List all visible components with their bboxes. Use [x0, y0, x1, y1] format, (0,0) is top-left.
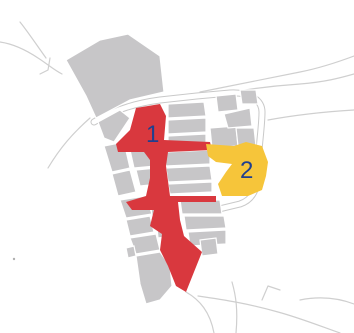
road-northeast — [199, 55, 354, 93]
road-south-2 — [231, 281, 238, 333]
building-row-7 — [179, 199, 223, 215]
building-row-8 — [183, 215, 227, 231]
zone-1-area[interactable] — [116, 104, 216, 292]
building-west-2 — [111, 169, 137, 197]
building-row-2 — [167, 117, 207, 135]
building-small — [125, 245, 137, 259]
map-dot — [12, 257, 16, 261]
road-northwest — [0, 41, 63, 75]
zone-1-label: 1 — [146, 121, 159, 148]
road-southeast-2 — [299, 297, 354, 305]
zone-2-area[interactable] — [206, 142, 268, 196]
road-southeast — [197, 295, 341, 333]
building-southeast — [199, 237, 219, 257]
building-row-5 — [165, 165, 213, 183]
building-southwest-2 — [125, 215, 155, 237]
building-northwest — [97, 109, 131, 143]
building-row-4 — [163, 149, 211, 167]
building-east-4 — [239, 89, 259, 105]
building-east-2 — [215, 93, 239, 113]
road-northwest-branch — [19, 21, 47, 59]
road-south-spur — [261, 285, 281, 301]
building-row-6 — [167, 181, 213, 195]
road-south — [185, 291, 215, 333]
road-northwest-spur — [39, 57, 51, 75]
building-south — [135, 251, 173, 305]
zone-2[interactable]: 2 — [206, 142, 268, 196]
zone-1[interactable]: 1 — [116, 104, 216, 292]
road-west — [47, 117, 91, 169]
zone-2-label: 2 — [240, 157, 253, 184]
road-east — [267, 109, 354, 121]
building-east-3 — [223, 107, 253, 129]
building-north — [65, 33, 165, 119]
building-row-1 — [167, 101, 207, 119]
